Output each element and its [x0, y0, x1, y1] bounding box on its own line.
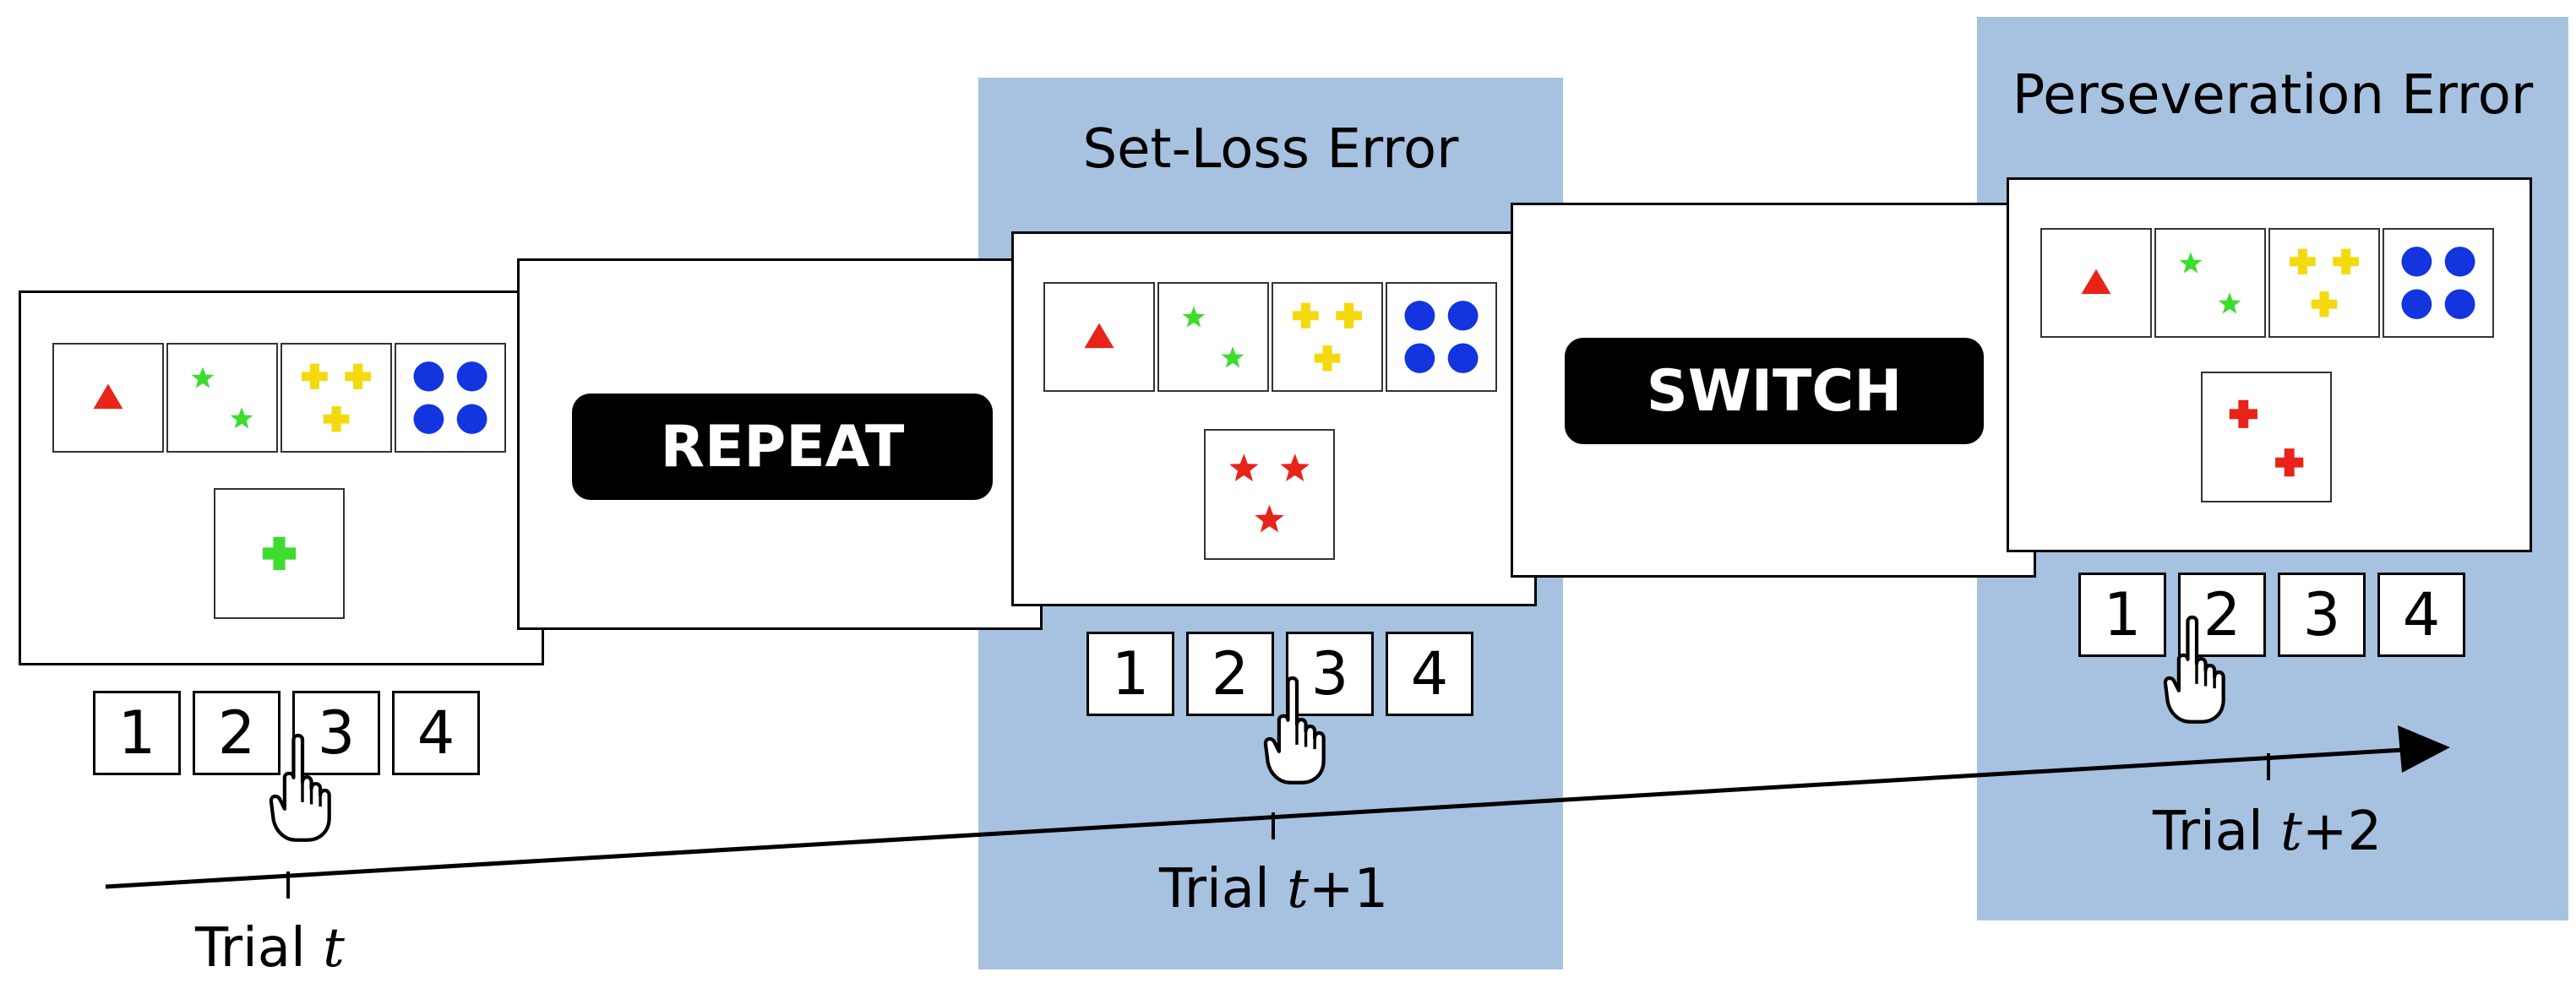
circle-icon [1404, 343, 1435, 373]
reference-card-1 [2040, 228, 2152, 338]
cross-icon [323, 406, 350, 432]
circle-icon [1404, 301, 1435, 331]
pointing-hand-icon [269, 733, 331, 842]
circle-icon [1447, 301, 1479, 331]
triangle-icon [1084, 323, 1114, 349]
trial-label-t: Trial t [195, 917, 345, 980]
trial-t-response-keys: 1 2 3 4 [93, 691, 480, 775]
response-key-2[interactable]: 2 [193, 691, 280, 775]
star-icon [1229, 453, 1259, 481]
perseveration-label: Perseveration Error [2012, 64, 2534, 127]
reference-card-1 [1043, 282, 1155, 392]
star-icon [191, 366, 215, 388]
reference-card-3 [280, 343, 392, 453]
circle-icon [2444, 247, 2475, 277]
trial-t1-response-keys: 1 2 3 4 [1086, 632, 1473, 716]
pointing-hand-icon [1263, 676, 1326, 785]
triangle-icon [93, 383, 123, 410]
switch-cue: SWITCH [1565, 338, 1984, 444]
star-icon [2179, 252, 2203, 274]
cross-icon [2229, 399, 2257, 428]
triangle-icon [2081, 269, 2111, 295]
circle-icon [2401, 247, 2432, 277]
cross-icon [1314, 345, 1341, 372]
circle-icon [2401, 289, 2432, 319]
repeat-cue: REPEAT [572, 394, 993, 500]
response-key-1[interactable]: 1 [2078, 573, 2166, 657]
response-key-4[interactable]: 4 [2377, 573, 2465, 657]
reference-card-4 [395, 343, 506, 453]
trial-t1-target-card [1204, 429, 1335, 560]
cross-icon [1336, 302, 1362, 328]
response-key-3[interactable]: 3 [2278, 573, 2366, 657]
circle-icon [413, 404, 444, 434]
star-icon [1280, 453, 1310, 481]
cross-icon [2275, 448, 2304, 477]
arrow-right-icon [2398, 725, 2450, 773]
star-icon [1182, 306, 1206, 328]
trial-label-t1: Trial t+1 [1159, 858, 1389, 920]
cross-icon [345, 363, 371, 389]
reference-card-2 [166, 343, 278, 453]
response-key-1[interactable]: 1 [93, 691, 181, 775]
reference-card-2 [1157, 282, 1269, 392]
trial-t2-response-keys: 1 2 3 4 [2078, 573, 2465, 657]
cross-icon [2333, 248, 2359, 274]
circle-icon [1447, 343, 1479, 373]
circle-icon [456, 361, 487, 392]
reference-card-3 [2268, 228, 2380, 338]
reference-card-1 [52, 343, 164, 453]
reference-card-3 [1272, 282, 1383, 392]
cross-icon [1293, 302, 1319, 328]
star-icon [2218, 292, 2241, 314]
circle-icon [413, 361, 444, 392]
reference-card-4 [1386, 282, 1497, 392]
reference-card-2 [2154, 228, 2266, 338]
trial-t2-target-card [2201, 372, 2332, 502]
response-key-2[interactable]: 2 [1186, 632, 1274, 716]
cross-icon [262, 536, 297, 571]
star-icon [1255, 504, 1284, 533]
cross-icon [2311, 291, 2338, 318]
pointing-hand-icon [2163, 615, 2225, 724]
star-icon [230, 407, 253, 429]
trial-label-t2: Trial t+2 [2153, 801, 2383, 863]
set-loss-label: Set-Loss Error [1082, 118, 1459, 181]
star-icon [1221, 346, 1244, 368]
response-key-3[interactable]: 3 [1286, 632, 1374, 716]
cross-icon [2290, 248, 2316, 274]
response-key-4[interactable]: 4 [392, 691, 480, 775]
circle-icon [2444, 289, 2475, 319]
reference-card-4 [2383, 228, 2494, 338]
cross-icon [302, 363, 328, 389]
response-key-1[interactable]: 1 [1086, 632, 1174, 716]
response-key-4[interactable]: 4 [1386, 632, 1473, 716]
response-key-3[interactable]: 3 [292, 691, 380, 775]
circle-icon [456, 404, 487, 434]
trial-t-target-card [214, 488, 345, 619]
